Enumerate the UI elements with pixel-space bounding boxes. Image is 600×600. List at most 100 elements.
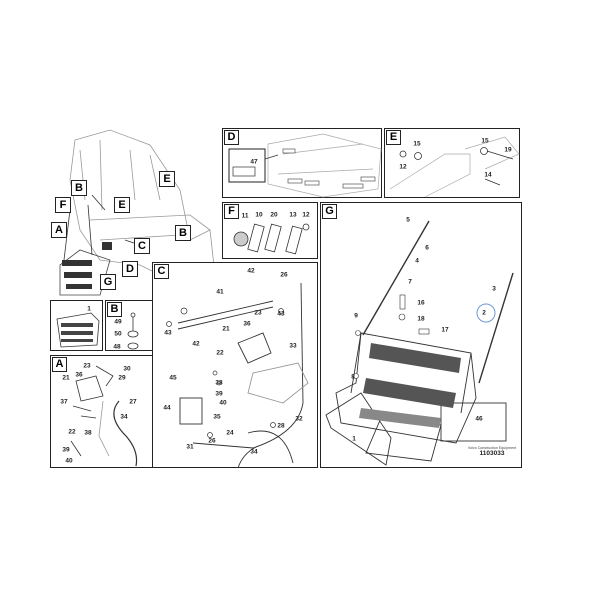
part-label: 5 — [406, 216, 410, 224]
callout-E[interactable]: E — [159, 171, 175, 187]
part-label: 15 — [413, 140, 421, 148]
part-label: 26 — [208, 437, 216, 445]
callout-C[interactable]: C — [134, 238, 150, 254]
part-label: 44 — [163, 404, 171, 412]
part-label: 21 — [62, 374, 70, 382]
part-label: 23 — [83, 362, 91, 370]
part-label: 37 — [60, 398, 68, 406]
decal-sketch — [228, 133, 382, 198]
callout-A[interactable]: A — [51, 222, 67, 238]
part-label: 20 — [270, 211, 278, 219]
part-label: 12 — [399, 163, 407, 171]
bolt-sketch — [127, 312, 139, 350]
part-label: 4 — [415, 257, 419, 265]
panel-letter: G — [322, 204, 337, 219]
panel-letter: B — [107, 302, 122, 317]
panel-letter: C — [154, 264, 169, 279]
part-label: 21 — [222, 325, 230, 333]
part-label: 22 — [216, 349, 224, 357]
highlight-circle — [476, 303, 496, 323]
part-label: 18 — [417, 315, 425, 323]
part-label: 43 — [164, 329, 172, 337]
part-label: 40 — [65, 457, 73, 465]
part-label: 6 — [425, 244, 429, 252]
drawing-footer: Volvo Construction Equipment 1103033 — [467, 446, 517, 457]
part-label: 11 — [241, 212, 249, 220]
part-label: 47 — [250, 158, 258, 166]
step-assembly-sketch — [325, 220, 514, 466]
pin-sketch — [389, 136, 520, 198]
callout-E[interactable]: E — [114, 197, 130, 213]
callout-G[interactable]: G — [100, 274, 116, 290]
callout-F[interactable]: F — [55, 197, 71, 213]
part-label: 39 — [215, 390, 223, 398]
panel-F: F 11 10 20 13 12 — [222, 202, 318, 259]
machine-overview: B E E F A C B D G — [40, 100, 220, 300]
part-label: 1 — [352, 435, 356, 443]
part-label: 35 — [213, 413, 221, 421]
panel-D: D 47 — [222, 128, 382, 198]
brand-text: Volvo Construction Equipment — [467, 446, 517, 450]
panel-G: G 5 6 4 7 16 18 17 9 8 3 2 46 1 — [320, 202, 522, 468]
part-label: 14 — [484, 171, 492, 179]
machine-overview-sketch — [59, 129, 216, 296]
callout-B[interactable]: B — [71, 180, 87, 196]
part-label: 39 — [62, 446, 70, 454]
part-label: 45 — [169, 374, 177, 382]
part-label: 28 — [277, 422, 285, 430]
part-label: 7 — [408, 278, 412, 286]
panel-A: A 23 30 21 36 29 27 37 34 22 38 39 40 — [50, 355, 153, 468]
part-label: 46 — [475, 415, 483, 423]
callout-B[interactable]: B — [175, 225, 191, 241]
part-label: 50 — [114, 330, 122, 338]
part-label: 36 — [243, 320, 251, 328]
part-label: 13 — [289, 211, 297, 219]
panel-B: B 49 50 48 — [105, 300, 153, 351]
part-label: 26 — [280, 271, 288, 279]
grille-sketch — [56, 312, 100, 348]
callout-D[interactable]: D — [122, 261, 138, 277]
part-label: 15 — [481, 137, 489, 145]
part-label: 9 — [354, 312, 358, 320]
part-label: 38 — [215, 379, 223, 387]
panel-C: C 42 26 41 43 43 42 23 36 21 22 33 38 39… — [152, 262, 318, 469]
panel-letter: E — [386, 130, 401, 145]
part-label: 31 — [186, 443, 194, 451]
panel-letter: D — [224, 130, 239, 145]
part-label: 43 — [277, 310, 285, 318]
cable-sketch — [166, 282, 309, 469]
panel-letter: A — [52, 357, 67, 372]
part-label: 41 — [216, 288, 224, 296]
part-label: 27 — [129, 398, 137, 406]
part-label: 38 — [84, 429, 92, 437]
part-label: 10 — [255, 211, 263, 219]
part-label: 16 — [417, 299, 425, 307]
part-label: 30 — [123, 365, 131, 373]
drawing-number: 1103033 — [479, 450, 505, 457]
part-label: 17 — [441, 326, 449, 334]
part-label: 29 — [118, 374, 126, 382]
hinge-sketch — [233, 223, 310, 255]
part-label: 40 — [219, 399, 227, 407]
panel-letter: F — [224, 204, 239, 219]
part-label: 34 — [250, 448, 258, 456]
part-label: 33 — [289, 342, 297, 350]
part-label: 22 — [68, 428, 76, 436]
part-label: 49 — [114, 318, 122, 326]
part-label: 36 — [75, 371, 83, 379]
part-label: 1 — [87, 305, 91, 313]
part-label: 24 — [226, 429, 234, 437]
part-label: 23 — [254, 309, 262, 317]
part-label: 8 — [351, 373, 355, 381]
panel-grille: 1 — [50, 300, 103, 351]
part-label: 48 — [113, 343, 121, 351]
part-label: 32 — [295, 415, 303, 423]
latch-sketch — [70, 365, 138, 467]
part-label: 19 — [504, 146, 512, 154]
part-label: 34 — [120, 413, 128, 421]
part-label: 42 — [247, 267, 255, 275]
part-label: 42 — [192, 340, 200, 348]
part-label: 12 — [302, 211, 310, 219]
panel-E: E 15 12 15 19 14 — [384, 128, 520, 198]
part-label: 3 — [492, 285, 496, 293]
